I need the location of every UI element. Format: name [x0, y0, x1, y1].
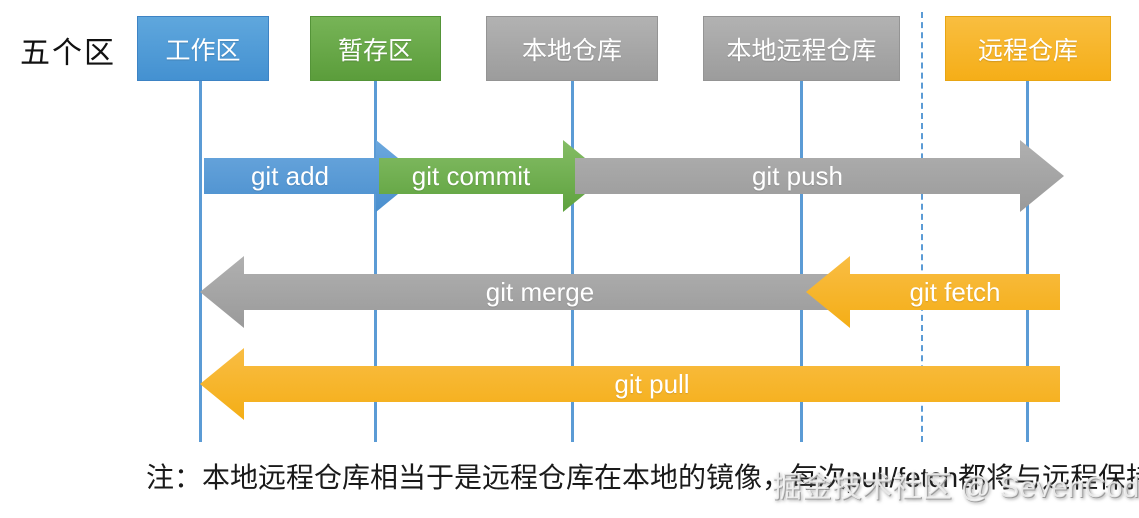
zone-label: 工作区 — [165, 36, 241, 65]
arrow-label: git commit — [411, 160, 531, 191]
zone-box-local-remote-repo: 本地远程仓库 — [703, 16, 900, 81]
lifeline-dashed-boundary — [921, 12, 923, 442]
arrow-git-fetch: git fetch — [806, 256, 1060, 328]
lifeline-staging — [374, 81, 377, 442]
zone-box-local-repo: 本地仓库 — [486, 16, 658, 81]
lifeline-working — [199, 81, 202, 442]
arrow-git-commit: git commit — [379, 140, 607, 212]
zone-label: 本地远程仓库 — [726, 36, 877, 65]
zone-box-staging: 暂存区 — [310, 16, 441, 81]
arrow-label: git pull — [614, 368, 690, 399]
zone-label: 暂存区 — [337, 36, 413, 65]
arrow-git-pull: git pull — [200, 348, 1060, 420]
lifeline-remote-repo — [1026, 81, 1029, 442]
arrow-label: git fetch — [909, 276, 1001, 307]
arrow-git-push: git push — [575, 140, 1064, 212]
zone-box-remote-repo: 远程仓库 — [945, 16, 1111, 81]
zone-label: 本地仓库 — [521, 36, 622, 65]
arrow-git-merge: git merge — [200, 256, 836, 328]
zone-box-working: 工作区 — [137, 16, 269, 81]
arrow-label: git add — [250, 160, 330, 191]
arrow-label: git push — [751, 160, 844, 191]
footnote: 注：本地远程仓库相当于是远程仓库在本地的镜像，每次pull/fetch都将与远程… — [146, 462, 1139, 493]
lifeline-local-remote-repo — [800, 81, 803, 442]
diagram-title: 五个区 — [20, 37, 116, 70]
zone-label: 远程仓库 — [977, 36, 1078, 65]
lifeline-local-repo — [571, 81, 574, 442]
watermark: 掘金技术社区 @ SevenCoding — [772, 471, 1139, 504]
arrow-label: git merge — [485, 276, 595, 307]
